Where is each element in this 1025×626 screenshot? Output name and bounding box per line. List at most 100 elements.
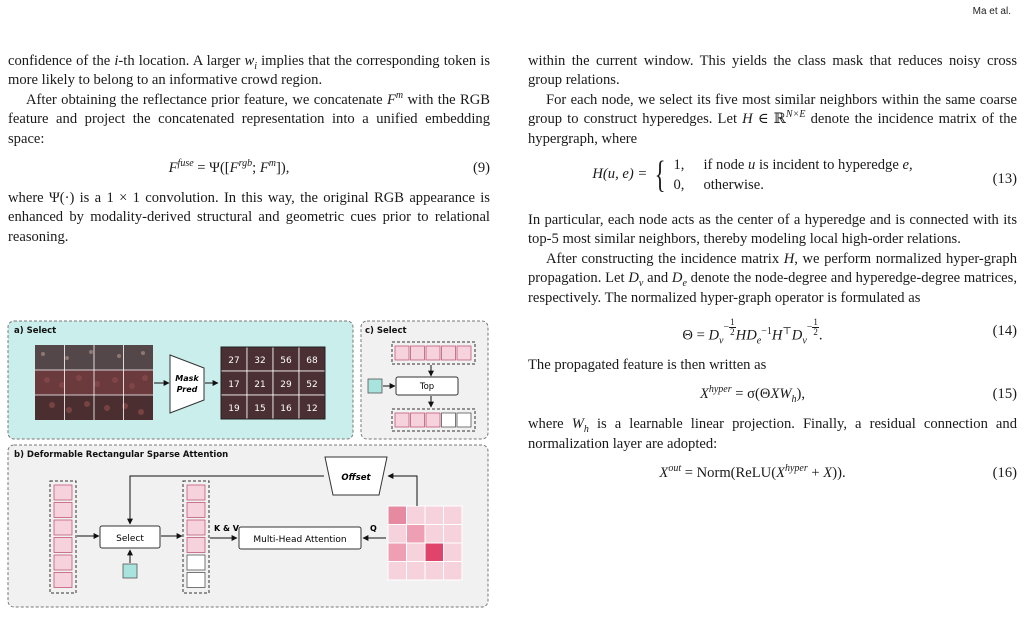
token xyxy=(394,345,410,361)
token xyxy=(53,519,73,536)
token xyxy=(441,412,456,428)
offset-module: Offset xyxy=(324,456,388,496)
panel-b-title: b) Deformable Rectangular Sparse Attenti… xyxy=(14,450,228,460)
token-column-input xyxy=(53,484,73,588)
panel-a-title: a) Select xyxy=(14,326,56,336)
mask-pred-label: Mask xyxy=(175,374,199,383)
equation-number: (9) xyxy=(472,160,490,177)
equation-number: (16) xyxy=(992,465,1017,482)
token xyxy=(186,519,206,536)
paragraph: where Ψ(·) is a 1 × 1 convolution. In th… xyxy=(8,190,490,245)
q-label: Q xyxy=(370,524,377,533)
running-head: Ma et al. xyxy=(972,6,1011,17)
paragraph: The propagated feature is then written a… xyxy=(528,357,767,374)
multi-head-attention-module xyxy=(238,526,362,550)
heatmap-cell xyxy=(406,505,426,525)
token xyxy=(410,412,425,428)
left-column: confidence of the i-th location. A large… xyxy=(8,52,490,247)
heatmap-cell xyxy=(387,561,407,581)
token xyxy=(394,412,410,428)
token xyxy=(53,484,73,501)
crowd-image xyxy=(35,345,153,420)
heatmap-cell xyxy=(424,542,444,562)
right-column: within the current window. This yields t… xyxy=(528,52,1017,494)
token xyxy=(456,412,472,428)
token-row-top xyxy=(394,345,472,361)
token xyxy=(186,537,206,553)
kv-label: K & V xyxy=(214,524,240,533)
grid-value: 15 xyxy=(254,404,265,414)
grid-value: 27 xyxy=(228,356,239,366)
equation-number: (13) xyxy=(992,171,1017,188)
equation-9: Ffuse = Ψ([Frgb; Fm]), (9) xyxy=(8,151,490,187)
token xyxy=(410,345,425,361)
offset-label: Offset xyxy=(341,473,371,483)
heatmap-cell xyxy=(406,542,426,562)
heatmap-cell xyxy=(387,505,407,525)
grid-value: 68 xyxy=(306,356,318,366)
grid-value: 52 xyxy=(306,380,317,390)
grid-cell xyxy=(298,370,326,396)
equation-16: Xout = Norm(ReLU(Xhyper + X)). (16) xyxy=(528,456,1017,492)
heatmap-cell xyxy=(443,561,463,581)
token xyxy=(53,502,73,518)
panel-a: a) Select xyxy=(7,320,354,440)
grid-value: 12 xyxy=(306,404,317,414)
heatmap-cell xyxy=(387,542,407,562)
panel-b: b) Deformable Rectangular Sparse Attenti… xyxy=(7,444,489,608)
grid-cell xyxy=(272,394,300,420)
heatmap-cell xyxy=(387,524,407,544)
panel-c-title: c) Select xyxy=(365,326,407,336)
token-column-selected xyxy=(186,484,206,588)
attention-heatmap xyxy=(387,505,463,581)
heatmap-cell xyxy=(443,524,463,544)
heatmap-cell xyxy=(443,542,463,562)
select-label: Select xyxy=(116,534,144,544)
token xyxy=(186,554,206,571)
mask-pred-module: Mask Pred xyxy=(169,354,205,414)
token xyxy=(186,502,206,518)
key-token xyxy=(367,378,383,394)
equation-number: (15) xyxy=(992,386,1017,403)
mha-label: Multi-Head Attention xyxy=(253,535,346,545)
token xyxy=(456,345,472,361)
grid-value: 17 xyxy=(228,380,239,390)
paragraph: confidence of the i-th location. A large… xyxy=(8,53,490,89)
heatmap-cell xyxy=(424,505,444,525)
top-module xyxy=(395,376,459,396)
heatmap-cell xyxy=(424,524,444,544)
heatmap-cell xyxy=(424,561,444,581)
token xyxy=(53,554,73,571)
mask-pred-label: Pred xyxy=(177,385,198,394)
token-row-bottom xyxy=(394,412,472,428)
select-module xyxy=(99,525,161,549)
equation-15: Xhyper = σ(ΘXWh), (15) xyxy=(699,384,1017,406)
heatmap-cell xyxy=(406,524,426,544)
heatmap-cell xyxy=(406,561,426,581)
paragraph: In particular, each node acts as the cen… xyxy=(528,212,1017,248)
top-label: Top xyxy=(419,382,434,392)
token xyxy=(425,412,441,428)
equation-number: (14) xyxy=(992,323,1017,340)
paragraph: After obtaining the reflectance prior fe… xyxy=(8,89,490,147)
grid-value: 56 xyxy=(280,356,292,366)
architecture-figure: a) Select xyxy=(7,320,489,608)
grid-cell xyxy=(298,346,326,372)
token xyxy=(53,572,73,588)
paragraph: within the current window. This yields t… xyxy=(528,53,1017,89)
token xyxy=(441,345,456,361)
key-token xyxy=(122,563,138,579)
grid-value: 21 xyxy=(254,380,265,390)
panel-c: c) Select Top xyxy=(360,320,489,440)
token xyxy=(186,572,206,588)
grid-value: 29 xyxy=(280,380,292,390)
equation-13: H(u, e) = { 1,if node u is incident to h… xyxy=(592,154,1017,197)
grid-cell xyxy=(246,370,274,396)
paragraph: For each node, we select its five most s… xyxy=(528,91,1017,147)
grid-cell xyxy=(246,394,274,420)
paragraph: After constructing the incidence matrix … xyxy=(528,250,1017,306)
token xyxy=(53,537,73,553)
paragraph: where Wh is a learnable linear projectio… xyxy=(528,416,1017,452)
